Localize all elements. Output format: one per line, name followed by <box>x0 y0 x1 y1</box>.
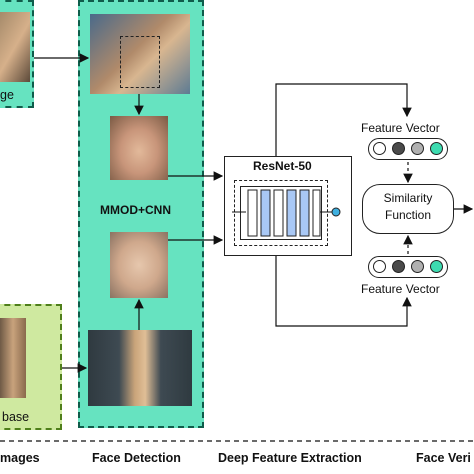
feature-vector-bottom-label: Feature Vector <box>361 282 440 296</box>
similarity-function-box <box>362 184 454 234</box>
fv-top-dot-4 <box>430 142 443 155</box>
fv-bottom-dot-3 <box>411 260 424 273</box>
stage-images: mages <box>0 451 40 465</box>
stage-face-detection: Face Detection <box>92 451 181 465</box>
feature-vector-top-label: Feature Vector <box>361 121 440 135</box>
fv-bottom-dot-4 <box>430 260 443 273</box>
resnet-outer-dashed <box>234 180 328 246</box>
detection-database-photo <box>88 330 192 406</box>
fv-top-dot-1 <box>373 142 386 155</box>
cropped-face-bottom <box>110 232 168 298</box>
fv-bottom-dot-2 <box>392 260 405 273</box>
feature-vector-top <box>368 138 448 160</box>
fv-top-dot-2 <box>392 142 405 155</box>
input-image-label: ge <box>0 88 14 102</box>
database-label: base <box>2 410 30 424</box>
fv-bottom-dot-1 <box>373 260 386 273</box>
detector-label: MMOD+CNN <box>100 203 171 217</box>
network-label: ResNet-50 <box>253 159 312 173</box>
cropped-face-top <box>110 116 168 180</box>
database-photo <box>0 318 26 398</box>
stage-verification: Face Veri <box>416 451 471 465</box>
feature-vector-bottom <box>368 256 448 278</box>
resnet-layers <box>232 189 341 237</box>
input-photo <box>0 12 30 82</box>
similarity-label: Similarity Function <box>383 191 433 222</box>
stage-feature-extraction: Deep Feature Extraction <box>218 451 362 465</box>
fv-top-dot-3 <box>411 142 424 155</box>
detection-input-photo <box>90 14 190 94</box>
resnet-inner-box <box>240 186 322 240</box>
